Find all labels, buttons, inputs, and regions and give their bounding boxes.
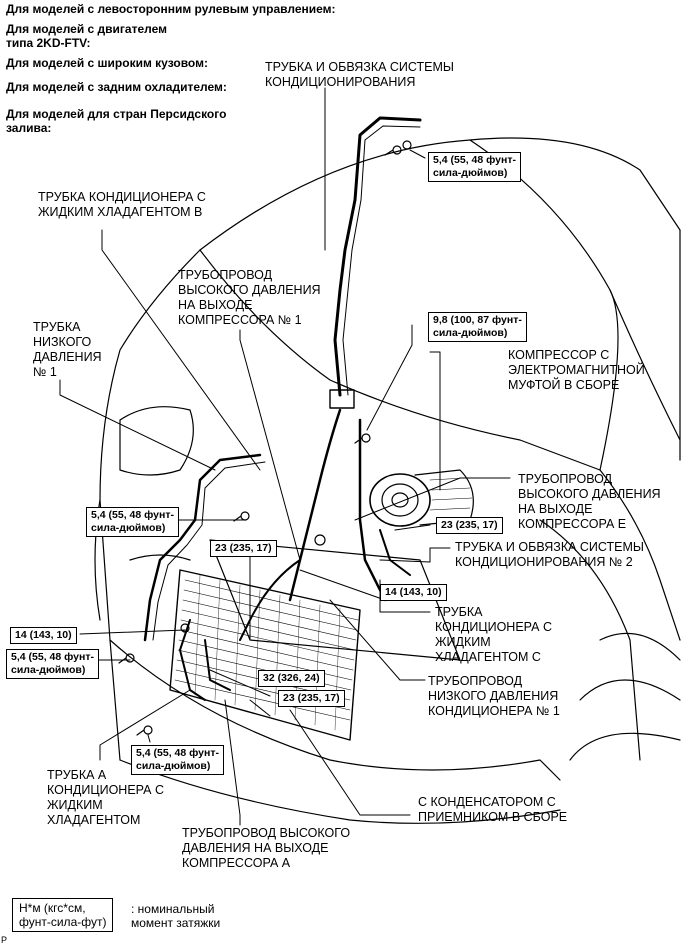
- leader-lines: [59, 87, 511, 826]
- label-discharge-hose-e: ТРУБОПРОВОД ВЫСОКОГО ДАВЛЕНИЯ НА ВЫХОДЕ …: [518, 472, 661, 531]
- note-rear-cooler: Для моделей с задним охладителем:: [6, 80, 227, 94]
- torque-callout: 5,4 (55, 48 фунт- сила-дюймов): [86, 507, 179, 537]
- label-ac-tube-top: ТРУБКА И ОБВЯЗКА СИСТЕМЫ КОНДИЦИОНИРОВАН…: [265, 60, 454, 89]
- label-suction-tube-1: ТРУБКА НИЗКОГО ДАВЛЕНИЯ № 1: [33, 320, 102, 379]
- torque-callout: 23 (235, 17): [278, 690, 345, 707]
- label-discharge-hose-a: ТРУБОПРОВОД ВЫСОКОГО ДАВЛЕНИЯ НА ВЫХОДЕ …: [182, 826, 351, 870]
- torque-callout: 5,4 (55, 48 фунт- сила-дюймов): [6, 649, 99, 679]
- label-suction-hose-1: ТРУБОПРОВОД НИЗКОГО ДАВЛЕНИЯ КОНДИЦИОНЕР…: [428, 674, 560, 718]
- torque-callout: 5,4 (55, 48 фунт- сила-дюймов): [131, 745, 224, 775]
- corner-mark: P: [1, 935, 8, 945]
- note-wide-body: Для моделей с широким кузовом:: [6, 56, 208, 70]
- torque-callout: 14 (143, 10): [380, 584, 447, 601]
- torque-callout: 14 (143, 10): [10, 627, 77, 644]
- label-condenser: С КОНДЕНСАТОРОМ С ПРИЕМНИКОМ В СБОРЕ: [418, 795, 568, 824]
- label-discharge-hose-1: ТРУБОПРОВОД ВЫСОКОГО ДАВЛЕНИЯ НА ВЫХОДЕ …: [178, 268, 321, 327]
- compressor-body: [369, 469, 474, 527]
- torque-callout: 5,4 (55, 48 фунт- сила-дюймов): [428, 152, 521, 182]
- label-compressor: КОМПРЕССОР С ЭЛЕКТРОМАГНИТНОЙ МУФТОЙ В С…: [508, 348, 645, 392]
- label-liquid-tube-c: ТРУБКА КОНДИЦИОНЕРА С ЖИДКИМ ХЛАДАГЕНТОМ…: [435, 605, 552, 664]
- note-gulf: Для моделей для стран Персидского залива…: [6, 107, 227, 135]
- torque-callout: 23 (235, 17): [436, 517, 503, 534]
- label-liquid-tube-a: ТРУБКА А КОНДИЦИОНЕРА С ЖИДКИМ ХЛАДАГЕНТ…: [47, 768, 164, 827]
- torque-callout: 32 (326, 24): [258, 670, 325, 687]
- legend-description: : номинальный момент затяжки: [131, 902, 221, 930]
- bolt-icons: [118, 140, 412, 736]
- legend-torque-units: Н*м (кгс*см, фунт-сила-фут): [12, 898, 114, 932]
- note-engine-2kd: Для моделей с двигателем типа 2KD-FTV:: [6, 22, 167, 50]
- label-liquid-tube-b: ТРУБКА КОНДИЦИОНЕРА С ЖИДКИМ ХЛАДАГЕНТОМ…: [38, 190, 206, 219]
- torque-callout: 23 (235, 17): [210, 540, 277, 557]
- label-ac-tube-2: ТРУБКА И ОБВЯЗКА СИСТЕМЫ КОНДИЦИОНИРОВАН…: [455, 540, 644, 569]
- torque-callout: 9,8 (100, 87 фунт- сила-дюймов): [428, 312, 527, 342]
- note-lhd: Для моделей с левосторонним рулевым упра…: [6, 2, 336, 16]
